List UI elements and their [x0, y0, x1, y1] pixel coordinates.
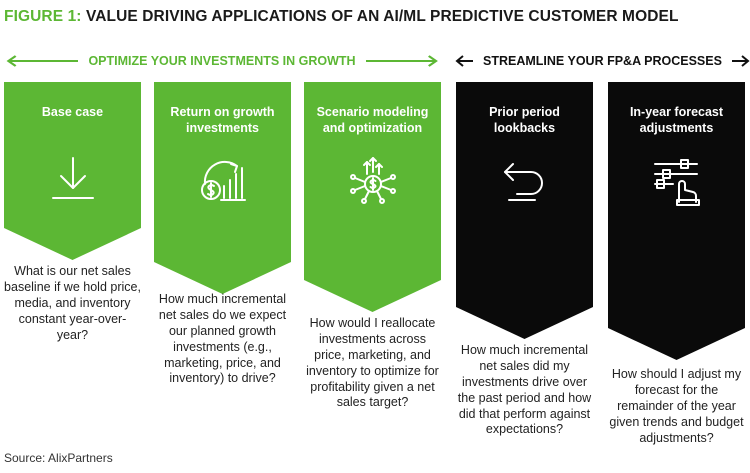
card-question: How much incremental net sales did my in… [457, 343, 592, 437]
card-title: Base case [41, 105, 104, 119]
scenario-network-icon [350, 157, 396, 204]
card-title: Return on growth investments [170, 105, 275, 136]
return-arrow-icon [504, 163, 543, 201]
card-shape [608, 82, 745, 360]
section-label-growth: OPTIMIZE YOUR INVESTMENTS IN GROWTH [88, 54, 356, 68]
section-header-fpa: STREAMLINE YOUR FP&A PROCESSES [455, 51, 750, 71]
section-header-growth: OPTIMIZE YOUR INVESTMENTS IN GROWTH [6, 51, 438, 71]
card-shape [304, 82, 441, 312]
source-note: Source: AlixPartners [4, 451, 113, 465]
arrow-right-icon [731, 55, 750, 67]
card-shape [154, 82, 291, 294]
arrow-left-icon [455, 55, 473, 67]
section-label-fpa: STREAMLINE YOUR FP&A PROCESSES [483, 54, 722, 68]
arrow-left-icon [6, 55, 79, 67]
card-question: How would I reallocate investments acros… [306, 316, 439, 410]
figure-number: FIGURE 1: [4, 8, 82, 25]
figure-title-text: VALUE DRIVING APPLICATIONS OF AN AI/ML P… [85, 8, 679, 25]
card-question: How should I adjust my forecast for the … [609, 367, 744, 445]
growth-chart-dollar-icon [201, 160, 246, 201]
card-shape [456, 82, 593, 339]
card-question: What is our net sales baseline if we hol… [4, 264, 141, 342]
download-arrow-icon [52, 157, 94, 199]
card-title: Scenario modeling and optimization [316, 105, 429, 136]
card-question: How much incremental net sales do we exp… [158, 292, 287, 386]
arrow-right-icon [365, 55, 438, 67]
card-title: Prior period lookbacks [489, 105, 560, 136]
slider-adjust-hand-icon [654, 159, 700, 206]
figure-title: FIGURE 1: VALUE DRIVING APPLICATIONS OF … [4, 8, 679, 26]
card-title: In-year forecast adjustments [629, 105, 724, 136]
